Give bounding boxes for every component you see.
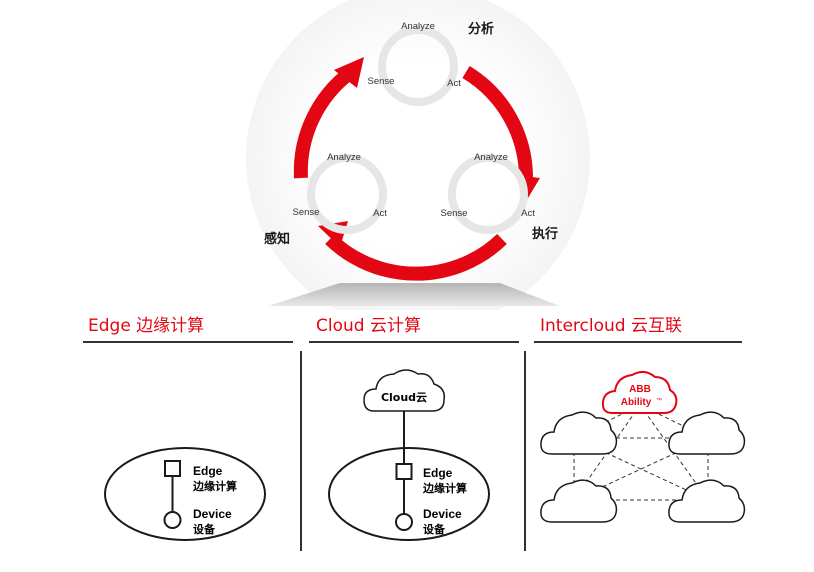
edge-node-square	[164, 460, 181, 477]
mini-cycles	[307, 26, 528, 234]
top-sense-label: Sense	[368, 76, 395, 87]
edge-cn-label: 边缘计算	[422, 481, 467, 495]
intercloud-diagram: ABB Ability ™	[540, 371, 746, 523]
intercloud-section-rule	[534, 341, 742, 343]
device-node-circle	[395, 513, 413, 531]
device-label: Device	[193, 507, 232, 521]
architecture-diagrams: Edge 边缘计算 Device 设备 Cloud云 Edge 边缘计算 Dev…	[104, 369, 746, 541]
edge-ellipse	[104, 447, 266, 541]
cloud-label: Cloud云	[381, 391, 427, 404]
edge-section-rule	[83, 341, 293, 343]
edge-node-square	[395, 463, 413, 480]
top-cn-label: 分析	[468, 21, 494, 37]
cloud-shape	[363, 369, 446, 412]
peer-cloud-icon	[668, 479, 746, 523]
abb-brand-line1: ABB	[629, 384, 651, 395]
column-divider	[300, 351, 302, 551]
edge-cn-label: 边缘计算	[192, 479, 237, 493]
cloud-section-title: Cloud 云计算	[316, 316, 421, 336]
peer-cloud-icon	[668, 411, 746, 455]
cycle-diagram: Analyze Sense Act 分析 Analyze Sense Act 感…	[246, 0, 590, 310]
cloud-section-rule	[309, 341, 519, 343]
device-cn-label: 设备	[193, 522, 216, 536]
left-cn-label: 感知	[264, 231, 290, 247]
peer-cloud-icon	[540, 479, 618, 523]
left-act-label: Act	[373, 208, 387, 219]
right-analyze-label: Analyze	[474, 152, 508, 163]
peer-cloud-icon	[540, 411, 618, 455]
edge-section-title: Edge 边缘计算	[88, 316, 205, 336]
device-node-circle	[163, 511, 182, 529]
device-label: Device	[423, 507, 462, 521]
cloud-edge-ellipse	[328, 447, 490, 541]
abb-ability-cloud	[601, 371, 678, 414]
edge-diagram: Edge 边缘计算 Device 设备	[104, 447, 266, 541]
main-cycle-arrows	[293, 66, 533, 281]
left-sense-label: Sense	[293, 207, 320, 218]
right-cn-label: 执行	[532, 226, 558, 242]
top-act-label: Act	[447, 78, 461, 89]
right-sense-label: Sense	[441, 208, 468, 219]
cloud-diagram: Cloud云 Edge 边缘计算 Device 设备	[328, 369, 490, 541]
intercloud-section-title: Intercloud 云互联	[540, 316, 682, 336]
abb-brand-tm: ™	[656, 397, 662, 404]
right-act-label: Act	[521, 208, 535, 219]
edge-label: Edge	[193, 464, 223, 478]
edge-label: Edge	[423, 466, 453, 480]
device-cn-label: 设备	[423, 522, 446, 536]
left-analyze-label: Analyze	[327, 152, 361, 163]
projection-fan	[268, 283, 560, 306]
top-analyze-label: Analyze	[401, 21, 435, 32]
column-divider	[524, 351, 526, 551]
abb-brand-line2: Ability	[621, 397, 652, 408]
